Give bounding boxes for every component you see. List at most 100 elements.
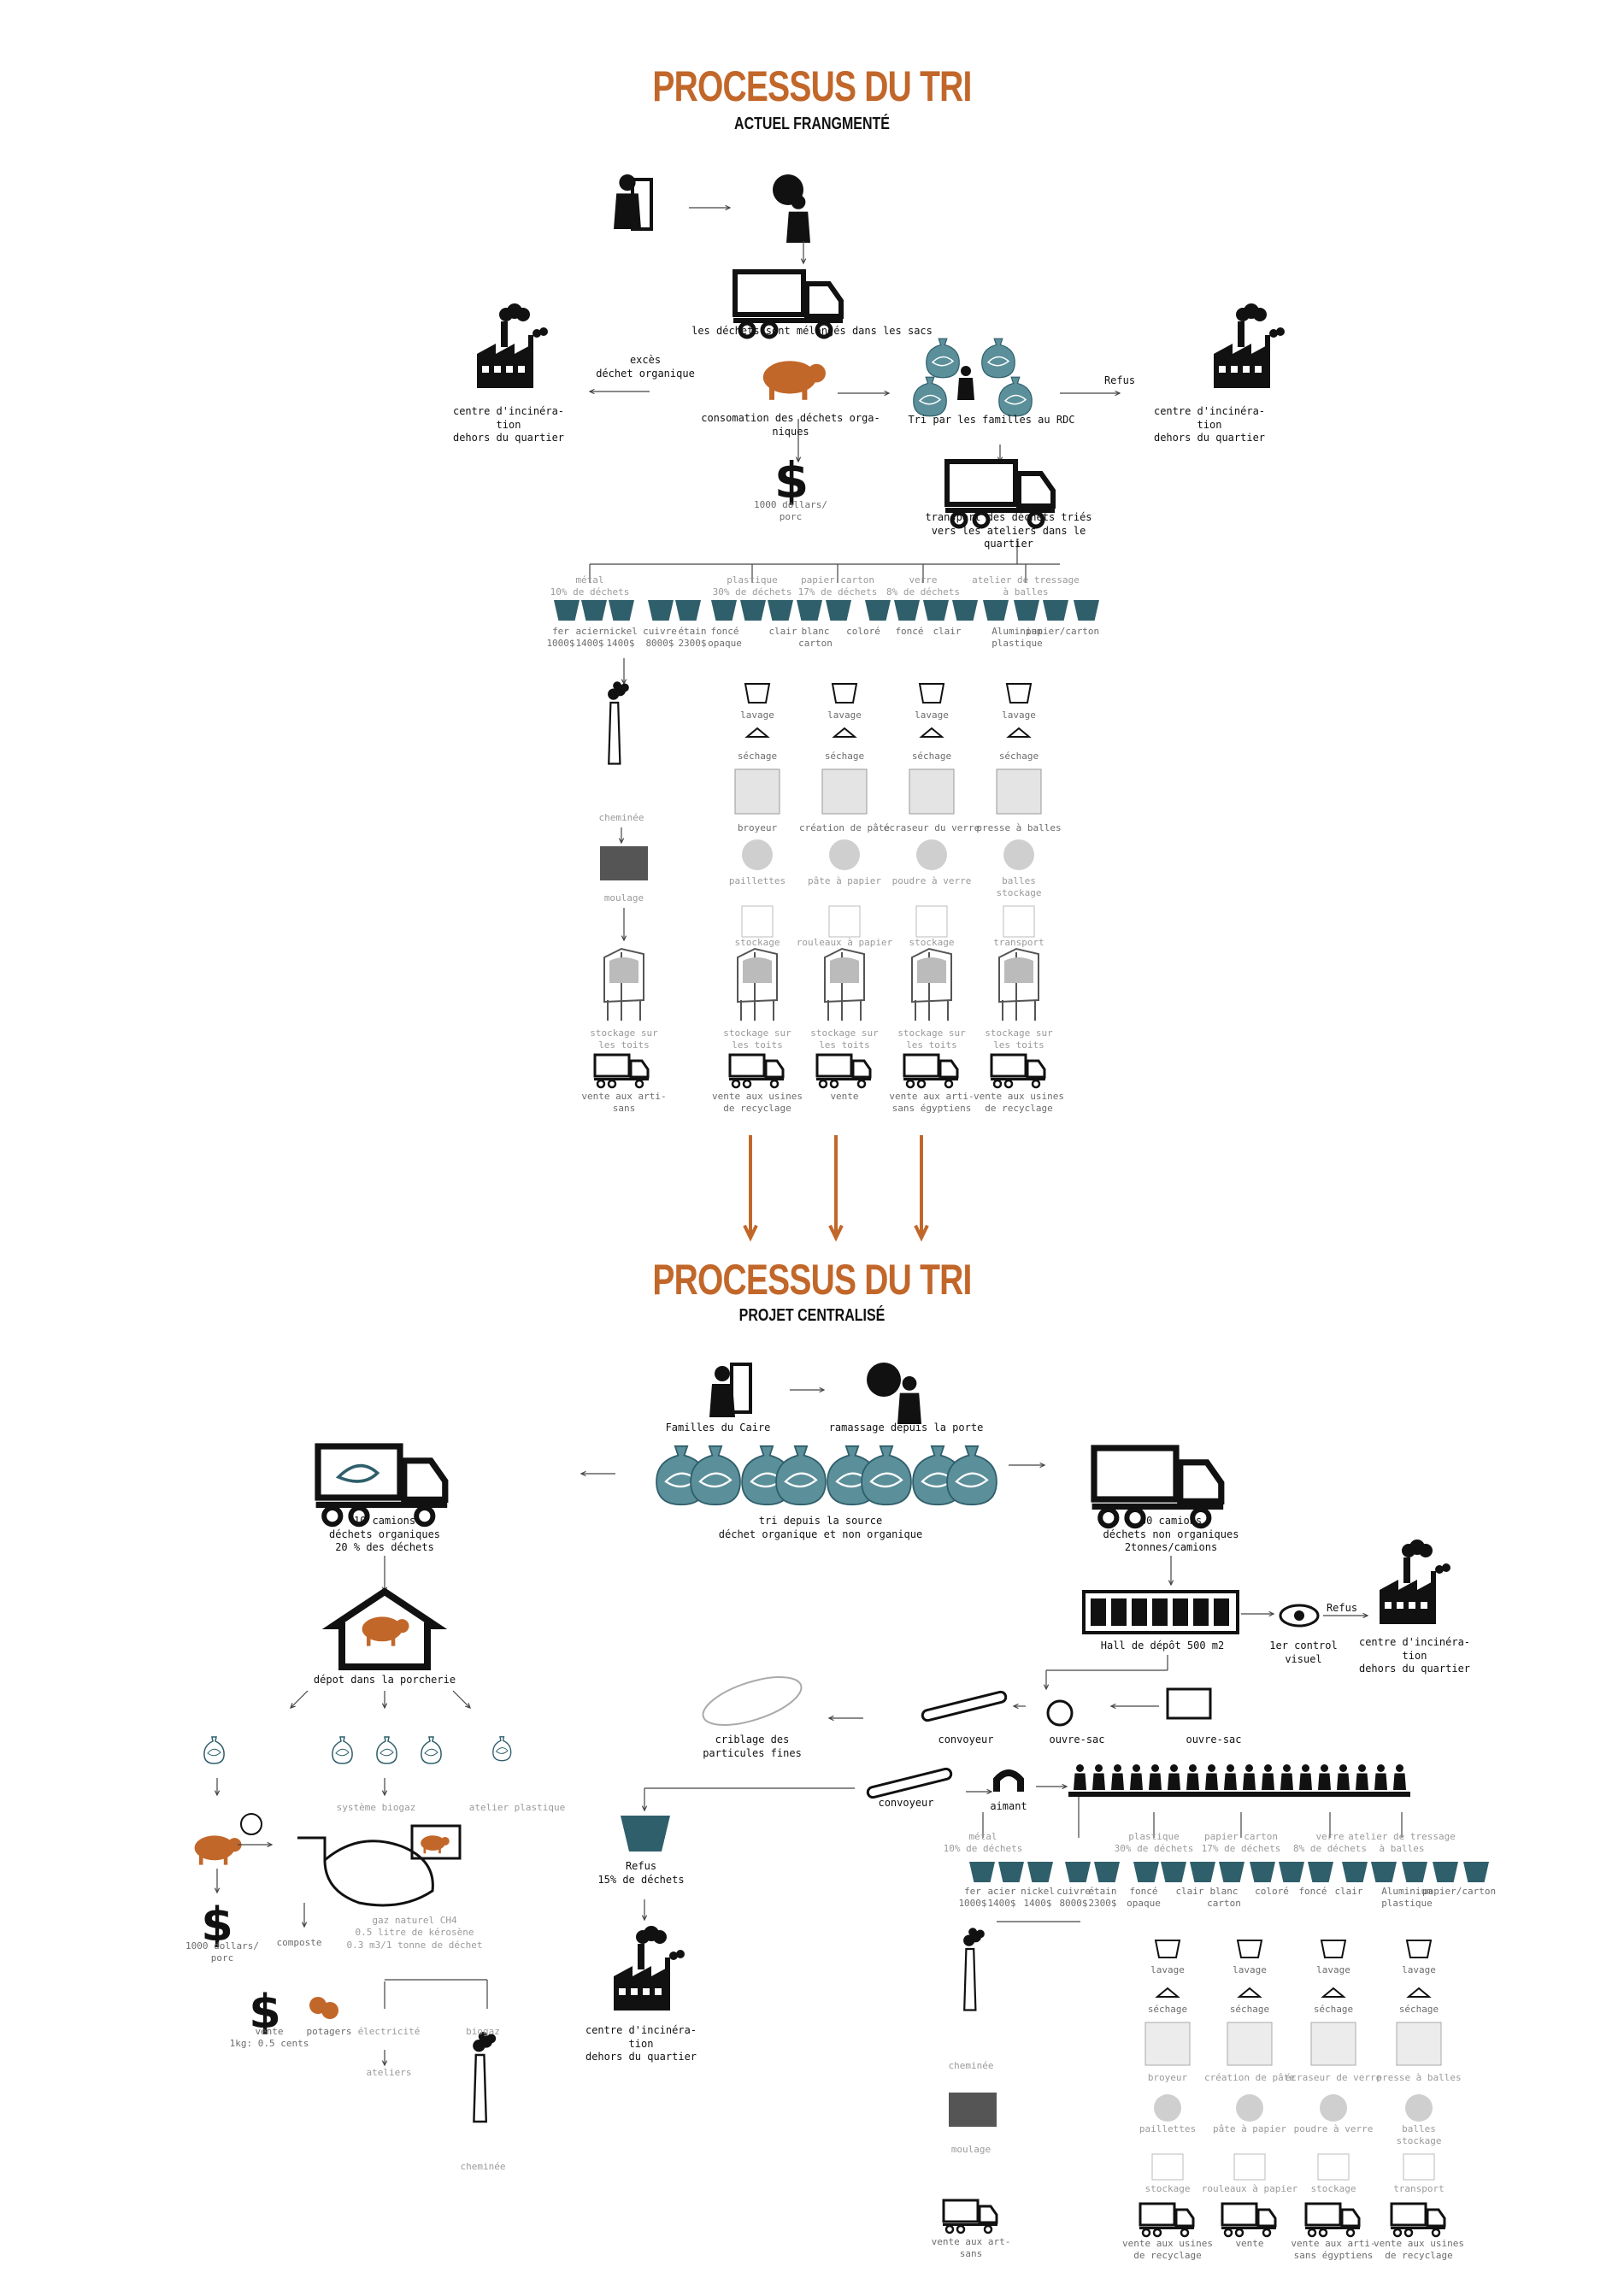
pig-leg [769, 387, 774, 400]
stock-icon [1003, 905, 1035, 938]
truck-cab [1026, 1059, 1046, 1079]
top-sort-bin [865, 600, 891, 621]
smoke-puff [669, 1952, 678, 1960]
forklift-icon [1166, 1687, 1212, 1720]
person-body [1262, 1773, 1274, 1790]
bottom-sort-bin [1279, 1862, 1304, 1882]
bag-opener-icon [1046, 1699, 1074, 1727]
truck-wheel [769, 1079, 780, 1089]
truck-wheel [731, 1079, 741, 1089]
truck-wheel [992, 1079, 1003, 1089]
bottom-stock-label-1: rouleaux à papier [1201, 2183, 1298, 2194]
top-category-label-4: atelier de tressage à balles [972, 574, 1080, 598]
bottom-sort-bin [998, 1862, 1024, 1882]
truck-box [1304, 2202, 1342, 2227]
truck-wheel [1307, 2228, 1317, 2238]
person-body [897, 1392, 921, 1424]
hall-bay-icon [1091, 1598, 1106, 1626]
bottom-dry-label-0: séchage [1147, 2004, 1188, 2015]
truck-wheel [348, 1505, 370, 1528]
top-chimney-icon [608, 681, 629, 765]
bottom-sale-label-3: vente aux usines de recyclage [1374, 2238, 1464, 2262]
machine-icon [1227, 2022, 1273, 2066]
bottom-dollar-icon: $ [201, 1898, 233, 1952]
bottom-metal-step-0: cheminée [948, 2060, 994, 2071]
bottom-category-label-4: atelier de tressage à balles [1348, 1831, 1456, 1855]
factory-window [631, 1988, 638, 1995]
silo-content [830, 957, 859, 983]
chimney-smoke [613, 681, 622, 691]
person-head [1264, 1764, 1272, 1772]
pig-head [440, 1836, 450, 1846]
bottom-sort-bin [1402, 1862, 1427, 1882]
top-sort-bin [675, 600, 701, 621]
top-sale-truck-icon-1 [815, 1053, 872, 1089]
arrow-porcherie-right-head [465, 1703, 471, 1709]
person-head [961, 366, 971, 376]
factory-window [1421, 1602, 1427, 1609]
truck-box [593, 1053, 631, 1078]
top-subbin-label-1: acier 1400$ [575, 626, 604, 650]
person-body [1337, 1773, 1350, 1790]
sorted-bag-icon [998, 376, 1033, 417]
truck-wheel [856, 1079, 867, 1089]
truck-wheel [983, 2224, 993, 2234]
person-body [957, 378, 974, 400]
top-metal-step-2: stockage sur les toits [590, 1027, 658, 1051]
organic-trucks-label: 10 camions déchets organiques 20 % des d… [328, 1515, 441, 1554]
incineration-right-label: centre d'incinéra- tion dehors du quarti… [1153, 405, 1266, 444]
compost-dollar-icon: $ [249, 1985, 281, 2039]
top-sale-label-3: vente aux usines de recyclage [974, 1091, 1064, 1115]
factory-window [1243, 366, 1250, 373]
top-title: PROCESSUS DU TRI [652, 62, 972, 110]
truck-wheel [956, 2224, 966, 2234]
arrow-pig-to-dung-head [267, 1841, 274, 1848]
incinerator-left-icon [477, 303, 548, 388]
bottom-refus-label: Refus [1326, 1602, 1358, 1614]
person-head [1076, 1764, 1084, 1772]
conveyor-2-icon [866, 1767, 953, 1799]
person-head [1095, 1764, 1103, 1772]
arrow-pig-to-dollar-head [795, 456, 802, 463]
factory-chimney [638, 1944, 644, 1969]
arrow-mould-to-silo-head [621, 935, 627, 942]
factory-window [655, 1988, 662, 1995]
arrow-to-incinerator-left-head [588, 388, 595, 395]
bottom-sale-truck-icon-0 [1139, 2202, 1195, 2238]
truck-chassis [816, 1078, 871, 1080]
truck-wheel [1431, 2228, 1441, 2238]
top-machine-label-3: presse à balles [976, 822, 1062, 833]
pig-leg [223, 1855, 228, 1865]
organic-bag-icon-0 [332, 1736, 353, 1764]
truck-label: les déchets sont mélangés dans les sacs [691, 325, 933, 337]
smoke-puff [1253, 308, 1267, 321]
top-silo-icon-1 [824, 947, 865, 1021]
sorting-worker-icon [1243, 1764, 1256, 1790]
factory-window [1219, 366, 1226, 373]
bottom-title: PROCESSUS DU TRI [652, 1256, 972, 1304]
screening-drum-icon [702, 1676, 803, 1726]
bottom-sale-label-1: vente [1235, 2238, 1264, 2249]
truck-wheel [1234, 2228, 1244, 2238]
top-stock-label-1: rouleaux à papier [796, 937, 893, 948]
top-category-label-2: papier carton 17% de déchets [797, 574, 878, 598]
factory-window [1255, 366, 1262, 373]
hanger-icon [832, 727, 857, 738]
bottom-incinerator-icon [614, 1926, 685, 2010]
stock-icon [1403, 2153, 1435, 2181]
top-subtitle: ACTUEL FRANGMENTÉ [734, 115, 890, 133]
bag-leaf [495, 1747, 509, 1754]
truck-cab [804, 281, 844, 319]
bottom-machine-label-3: presse à balles [1376, 2072, 1462, 2083]
arrow-screening-to-refus-head [641, 1805, 648, 1812]
big-transition-arrow-2-head [914, 1224, 929, 1242]
big-transition-arrow-1-head [828, 1224, 844, 1242]
top-dry-label-0: séchage [737, 751, 778, 762]
bottom-subtitle: PROJET CENTRALISÉ [738, 1306, 886, 1325]
arrow-to-organic-head [580, 1470, 586, 1477]
hall-bay-icon [1214, 1598, 1229, 1626]
bottom-subbin-label-6: clair [1175, 1886, 1204, 1897]
organic-bag-icon-1 [376, 1736, 397, 1764]
top-silo-icon-3 [998, 947, 1039, 1021]
